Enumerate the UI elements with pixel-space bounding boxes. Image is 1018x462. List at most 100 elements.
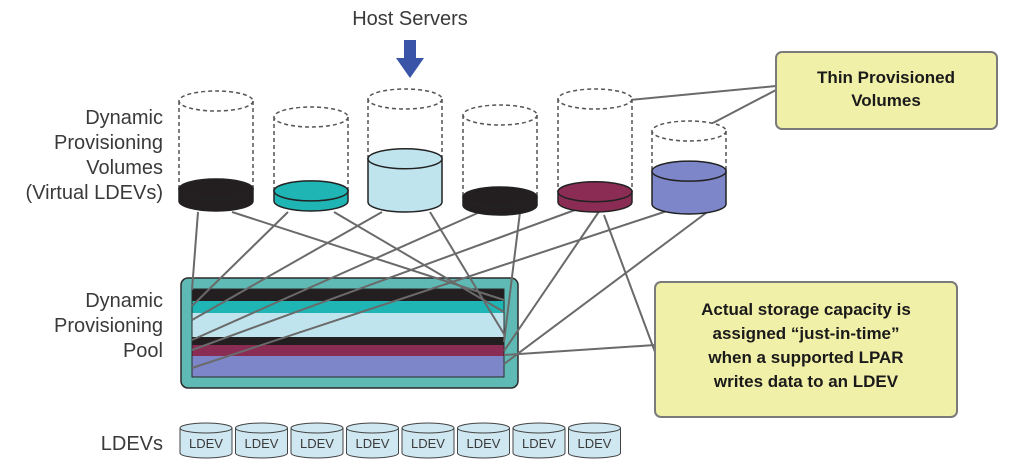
pool-band-black-2	[192, 337, 504, 345]
connector-line	[191, 211, 199, 291]
volume-fill-top	[367, 147, 443, 170]
host-servers-label: Host Servers	[352, 8, 468, 30]
dp-pool-label-line: Dynamic	[85, 290, 163, 312]
ldev-top	[512, 422, 566, 434]
ldev-label: LDEV	[300, 436, 334, 451]
thin-callout-line: Thin Provisioned	[817, 68, 955, 87]
volume-3	[367, 88, 443, 213]
dp-pool-label: Dynamic Provisioning Pool	[54, 290, 163, 362]
volume-outline	[367, 99, 443, 159]
dp-pool	[180, 277, 519, 389]
connector-line	[503, 209, 601, 352]
pool-band-maroon	[192, 345, 504, 356]
ldev-label: LDEV	[245, 436, 279, 451]
host-servers-arrow	[396, 40, 424, 78]
volume-fill-top	[651, 160, 727, 182]
dp-pool-label-line: Pool	[123, 340, 163, 362]
volume-fill-top	[557, 180, 633, 203]
connector-line	[191, 209, 576, 351]
ldev-top	[179, 422, 233, 434]
connector-line	[429, 211, 505, 335]
ldev-cylinder: LDEV	[235, 422, 288, 459]
connector-line	[503, 211, 521, 343]
ldev-label: LDEV	[467, 436, 501, 451]
volume-5	[557, 88, 633, 213]
thin-provisioned-callout: Thin Provisioned Volumes	[775, 51, 998, 130]
connector-line	[503, 209, 711, 365]
volume-top	[462, 104, 538, 126]
ldev-body	[179, 428, 233, 459]
volume-top	[178, 90, 254, 112]
pool-band-black	[192, 289, 504, 301]
volume-1	[178, 90, 254, 212]
ldev-body	[568, 428, 621, 459]
ldev-body	[346, 428, 399, 459]
dp-volumes	[178, 88, 727, 216]
ldev-cylinder: LDEV	[512, 422, 566, 459]
ldev-top	[401, 422, 455, 434]
connector-line	[629, 85, 777, 101]
volume-fill-top	[178, 178, 254, 200]
ldev-top	[290, 422, 344, 434]
dp-volumes-label: Dynamic Provisioning Volumes (Virtual LD…	[26, 107, 163, 204]
ldev-cylinder: LDEV	[568, 422, 621, 459]
volume-4	[462, 104, 538, 216]
volume-fill-top	[462, 186, 538, 208]
dp-volumes-label-line: Provisioning	[54, 132, 163, 154]
ldevs-label: LDEVs	[101, 433, 163, 455]
connector-line	[191, 211, 481, 341]
ldev-body	[401, 428, 455, 459]
volume-fill	[651, 170, 727, 215]
volume-6	[651, 120, 727, 215]
dp-volumes-label-line: Volumes	[86, 157, 163, 179]
ldev-top	[235, 422, 288, 434]
capacity-callout-line: when a supported LPAR	[707, 348, 903, 367]
ldev-cylinder: LDEV	[457, 422, 510, 459]
capacity-callout-line: assigned “just-in-time”	[712, 324, 899, 343]
ldev-row: LDEV LDEV LDEV LDEV LDEV LDEV LDEV LDEV	[179, 422, 621, 459]
ldev-label: LDEV	[189, 436, 223, 451]
volume-outline	[273, 117, 349, 191]
dp-pool-label-line: Provisioning	[54, 315, 163, 337]
pool-band-purple	[192, 356, 504, 377]
thin-callout-line: Volumes	[851, 91, 921, 110]
ldev-body	[512, 428, 566, 459]
dp-volumes-label-line: (Virtual LDEVs)	[26, 182, 163, 204]
ldev-top	[346, 422, 399, 434]
volume-outline	[178, 101, 254, 189]
ldev-body	[290, 428, 344, 459]
volume-top	[557, 88, 633, 110]
connector-line	[191, 209, 671, 369]
capacity-callout: Actual storage capacity is assigned “jus…	[654, 281, 958, 418]
capacity-callout-box	[654, 281, 958, 418]
ldev-label: LDEV	[578, 436, 612, 451]
volume-outline	[557, 99, 633, 192]
connector-line	[603, 214, 656, 353]
connector-line	[503, 344, 656, 356]
capacity-callout-line: writes data to an LDEV	[713, 372, 899, 391]
pool-band-teal	[192, 301, 504, 313]
volume-fill-top	[273, 180, 349, 202]
ldev-cylinder: LDEV	[401, 422, 455, 459]
ldev-cylinder: LDEV	[179, 422, 233, 459]
ldev-top	[457, 422, 510, 434]
connector-lines	[191, 85, 777, 369]
connector-line	[333, 211, 505, 313]
ldev-body	[235, 428, 288, 459]
capacity-callout-line: Actual storage capacity is	[701, 300, 911, 319]
ldev-cylinder: LDEV	[346, 422, 399, 459]
dp-volumes-label-line: Dynamic	[85, 107, 163, 129]
volume-top	[367, 88, 443, 110]
connector-line	[191, 211, 289, 307]
ldev-cylinder: LDEV	[290, 422, 344, 459]
ldev-label: LDEV	[411, 436, 445, 451]
connector-line	[191, 211, 383, 321]
volume-fill	[367, 157, 443, 213]
volume-top	[651, 120, 727, 142]
ldev-top	[568, 422, 621, 434]
ldev-body	[457, 428, 510, 459]
ldev-label: LDEV	[356, 436, 390, 451]
ldev-label: LDEV	[522, 436, 556, 451]
volume-outline	[462, 115, 538, 197]
